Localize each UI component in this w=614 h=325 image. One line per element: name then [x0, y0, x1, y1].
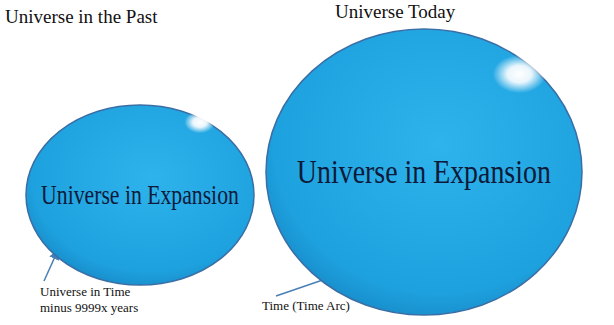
annotation-label: Time (Time Arc) [262, 298, 402, 314]
highlight [184, 111, 215, 133]
panel-heading: Universe Today [335, 1, 455, 23]
highlight [493, 55, 546, 93]
panel-heading: Universe in the Past [5, 6, 158, 28]
circle-text: Universe in Expansion [41, 180, 239, 211]
sphere-outline [26, 105, 254, 285]
universe-circle: Universe TodayUniverse in Expansion [265, 28, 583, 316]
annotation-label: Universe in Time minus 9999x years [40, 284, 165, 315]
universe-circle: Universe in the PastUniverse in Expansio… [25, 104, 255, 286]
sphere-outline [266, 29, 582, 315]
circle-text: Universe in Expansion [297, 153, 551, 191]
